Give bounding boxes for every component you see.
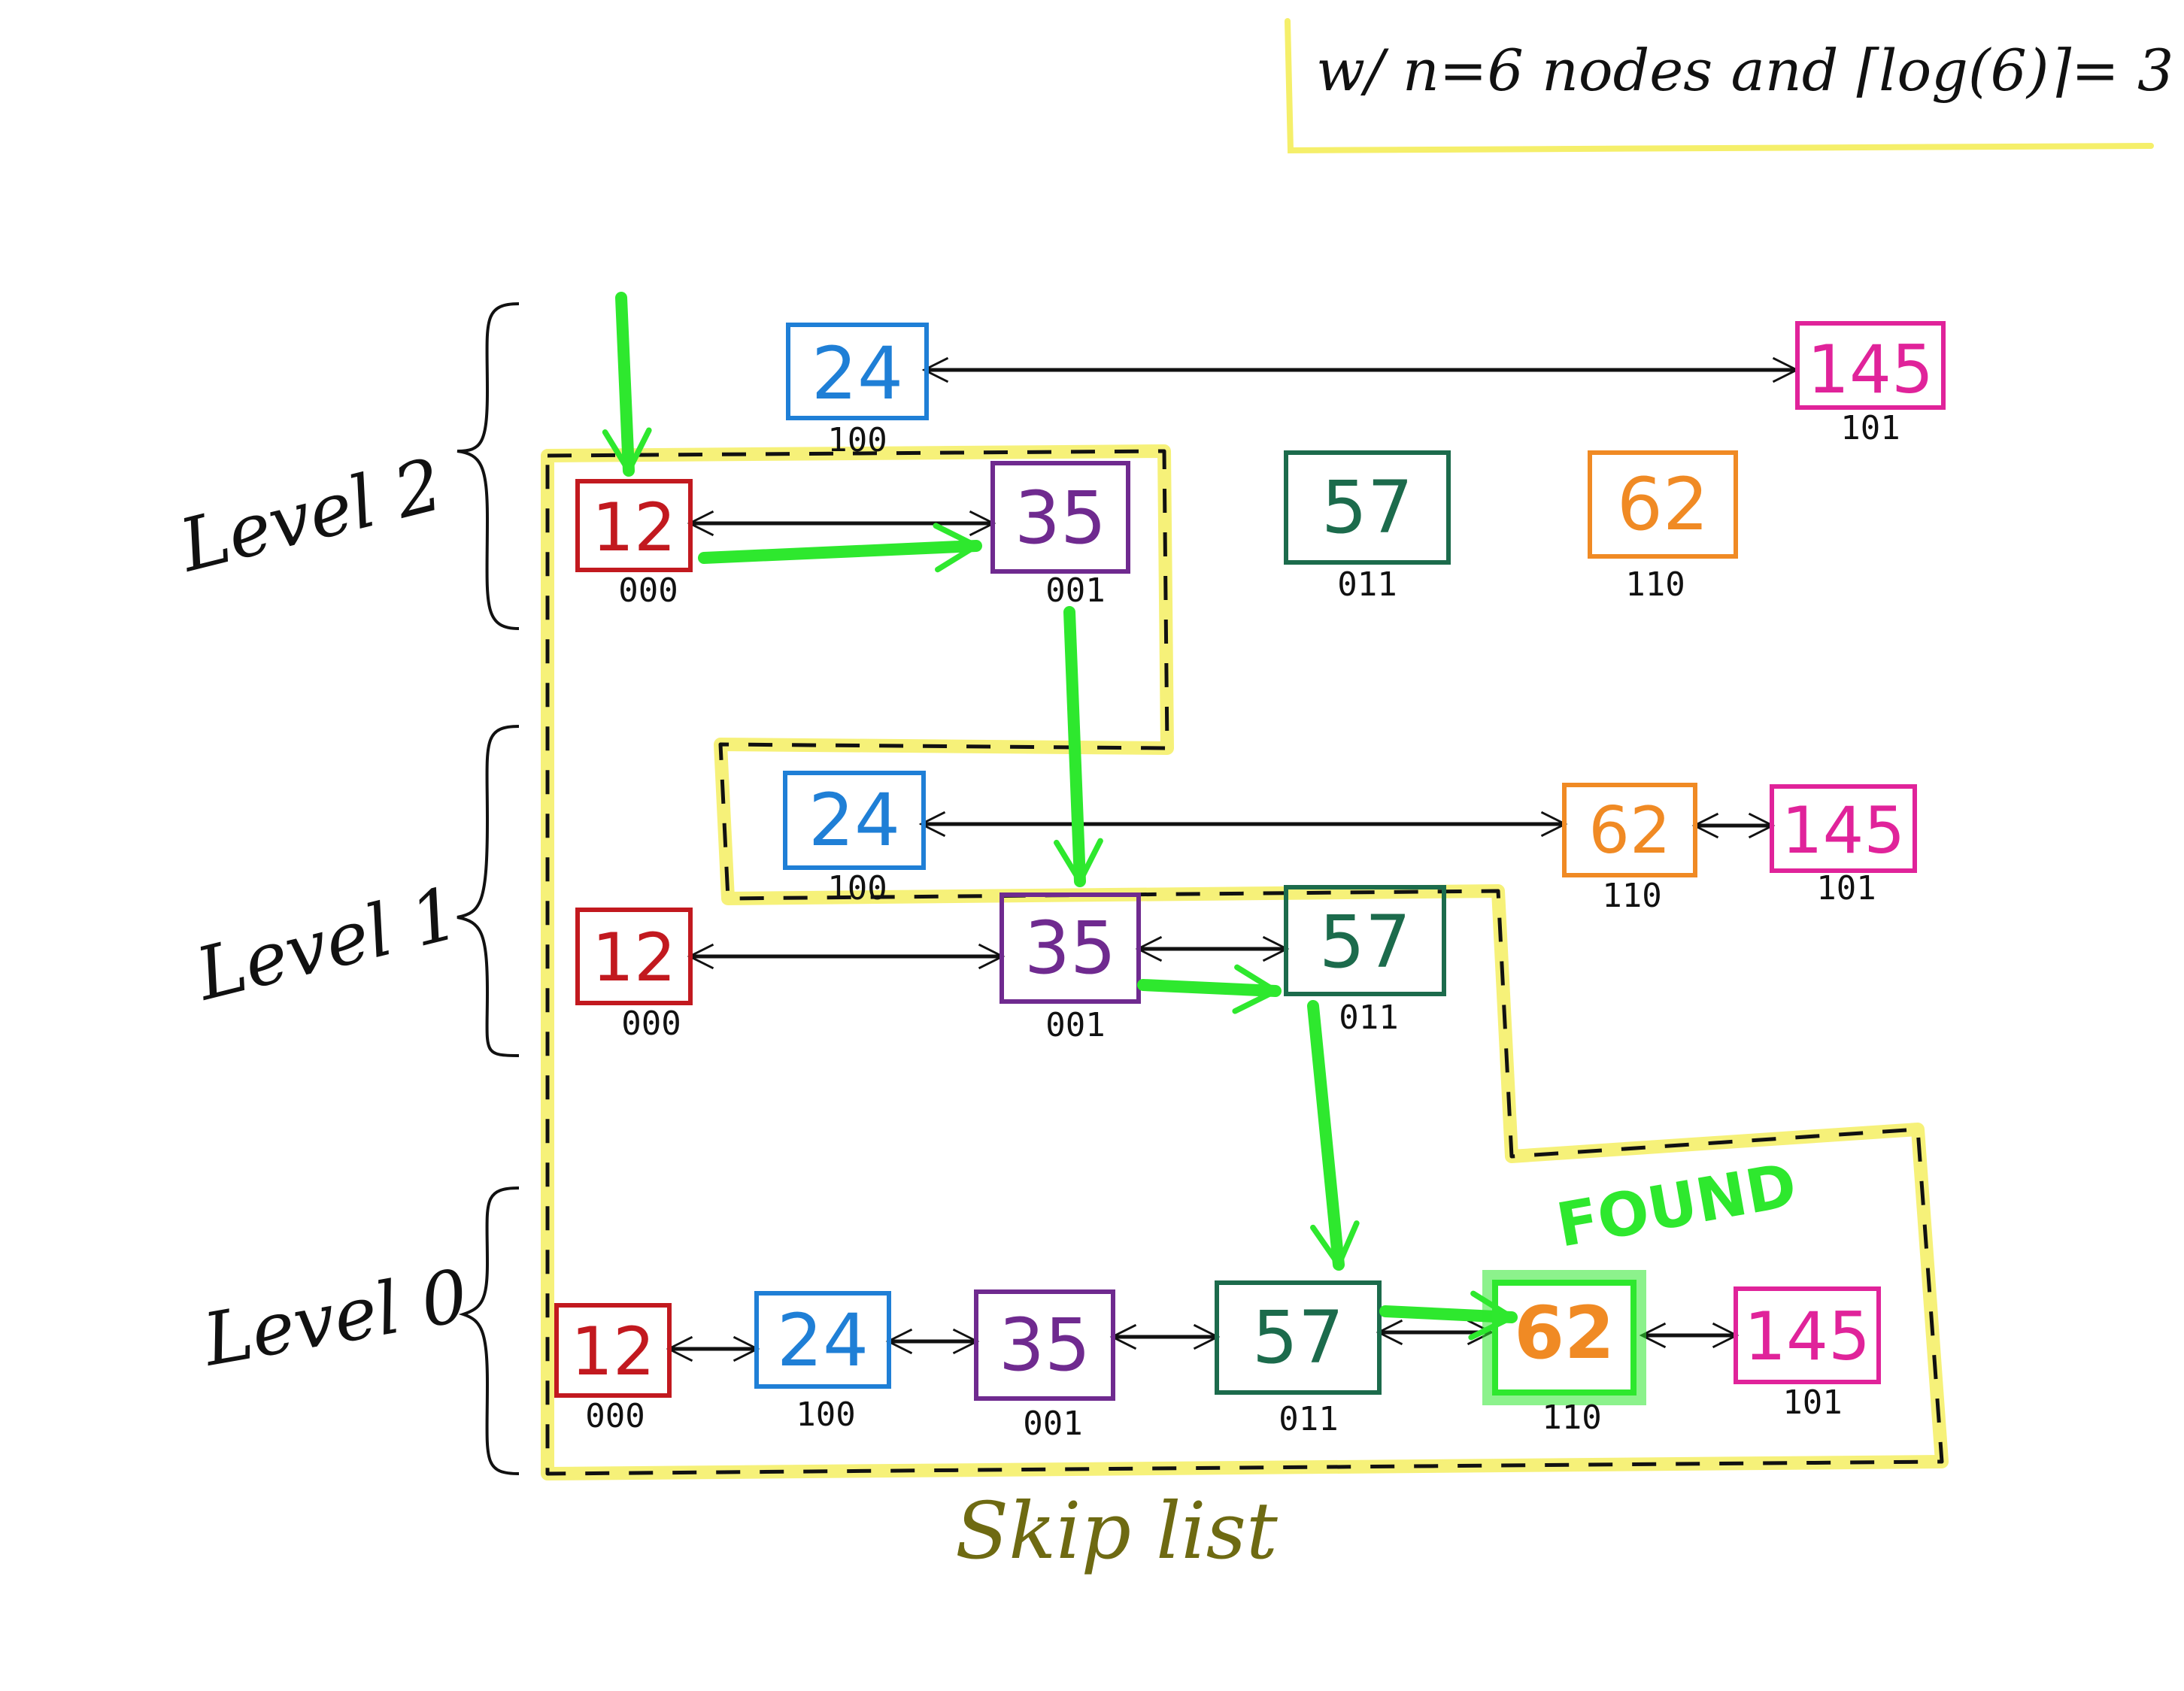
node-code: 110 — [1625, 565, 1685, 604]
node-code: 011 — [1279, 1400, 1338, 1438]
node-l1-24: 24 100 — [783, 771, 926, 908]
node-value: 12 — [592, 919, 676, 996]
node-box — [754, 1291, 891, 1389]
node-code: 001 — [1045, 1006, 1105, 1044]
node-l1-12: 12 000 — [575, 908, 693, 1043]
node-code: 000 — [585, 1397, 645, 1435]
node-l1-62: 62 110 — [1562, 783, 1697, 915]
node-code: 100 — [827, 869, 887, 908]
node-l0-24: 24 100 — [754, 1291, 891, 1434]
node-box — [554, 1303, 672, 1398]
found-label: FOUND — [1552, 1150, 1801, 1260]
node-l0-57: 57 011 — [1215, 1280, 1382, 1438]
node-code: 100 — [827, 421, 887, 459]
node-box — [1562, 783, 1697, 877]
node-box — [990, 461, 1130, 574]
node-value: 145 — [1807, 331, 1934, 408]
level-2-label: Level 2 — [171, 442, 450, 589]
search-path — [602, 292, 1518, 1341]
node-l2-12: 12 000 — [575, 479, 693, 610]
node-value: 12 — [592, 489, 676, 566]
node-box — [1284, 450, 1451, 565]
node-l2-35: 35 001 — [990, 461, 1130, 610]
node-value: 57 — [1252, 1296, 1344, 1380]
found-box-glow — [1482, 1270, 1646, 1405]
brace-level-1 — [457, 725, 520, 1057]
node-box — [1734, 1286, 1881, 1384]
node-box — [974, 1289, 1115, 1401]
node-box — [1770, 784, 1917, 873]
note-highlight-frame — [1285, 18, 2154, 154]
node-value: 24 — [811, 332, 903, 416]
node-value: 24 — [777, 1299, 869, 1383]
node-value: 35 — [999, 1303, 1090, 1387]
node-box — [1588, 450, 1738, 559]
node-code: 001 — [1023, 1405, 1082, 1443]
search-entry-arrow — [602, 292, 652, 477]
node-value: 145 — [1782, 793, 1905, 868]
node-box — [575, 479, 693, 572]
node-l0-62: 62 110 — [1482, 1270, 1646, 1437]
node-code: 000 — [618, 571, 678, 610]
node-l1-57: 57 011 — [1284, 885, 1446, 1037]
node-box — [783, 771, 926, 870]
node-value: 62 — [1617, 462, 1709, 547]
brace-level-2 — [457, 302, 520, 630]
node-box — [1284, 885, 1446, 996]
node-box — [786, 323, 929, 420]
node-code: 011 — [1337, 565, 1397, 604]
node-value: 62 — [1514, 1291, 1615, 1375]
node-box — [1492, 1280, 1636, 1396]
node-code: 101 — [1816, 869, 1876, 908]
node-l2-57: 57 011 — [1284, 450, 1451, 604]
node-value: 12 — [571, 1313, 655, 1390]
node-l2-145: 145 101 — [1795, 321, 1946, 447]
level-braces — [457, 302, 520, 1475]
search-drop-l2-to-l1 — [1054, 606, 1103, 887]
node-value: 57 — [1319, 900, 1411, 984]
node-box — [1795, 321, 1946, 410]
level-0-label: Level 0 — [196, 1253, 475, 1383]
node-code: 011 — [1339, 999, 1398, 1037]
node-code: 110 — [1542, 1399, 1601, 1437]
level-1-label: Level 1 — [187, 871, 467, 1017]
node-l2-24: 24 100 — [786, 323, 929, 459]
node-box — [999, 892, 1141, 1004]
level-links — [671, 370, 1794, 1349]
node-code: 101 — [1840, 409, 1900, 447]
node-box — [575, 908, 693, 1005]
node-l0-12: 12 000 — [554, 1303, 672, 1435]
node-value: 35 — [1024, 906, 1116, 990]
search-drop-l1-to-l0 — [1307, 1000, 1360, 1271]
node-code: 000 — [621, 1005, 681, 1043]
node-value: 145 — [1744, 1298, 1870, 1375]
node-value: 62 — [1588, 793, 1670, 868]
node-l0-35: 35 001 — [974, 1289, 1115, 1443]
complexity-note: w/ n=6 nodes and ⌈log(6)⌉= 3 — [1285, 18, 2173, 154]
node-box — [1215, 1280, 1382, 1395]
node-value: 35 — [1015, 476, 1106, 560]
node-value: 57 — [1321, 465, 1413, 550]
node-code: 110 — [1602, 877, 1661, 915]
node-code: 100 — [796, 1396, 855, 1434]
node-l2-62: 62 110 — [1588, 450, 1738, 604]
diagram-caption: Skip list — [955, 1485, 1278, 1577]
note-text: w/ n=6 nodes and ⌈log(6)⌉= 3 — [1316, 37, 2173, 104]
brace-level-0 — [458, 1186, 520, 1475]
search-region-dashed — [545, 449, 1944, 1476]
node-l1-35: 35 001 — [999, 892, 1141, 1044]
node-l1-145: 145 101 — [1770, 784, 1917, 908]
node-l0-145: 145 101 — [1734, 1286, 1881, 1422]
search-step-12-to-35 — [698, 523, 982, 573]
search-step-35-to-57 — [1137, 964, 1282, 1014]
node-value: 24 — [808, 778, 900, 862]
node-code: 101 — [1782, 1383, 1842, 1422]
node-code: 001 — [1045, 571, 1105, 610]
